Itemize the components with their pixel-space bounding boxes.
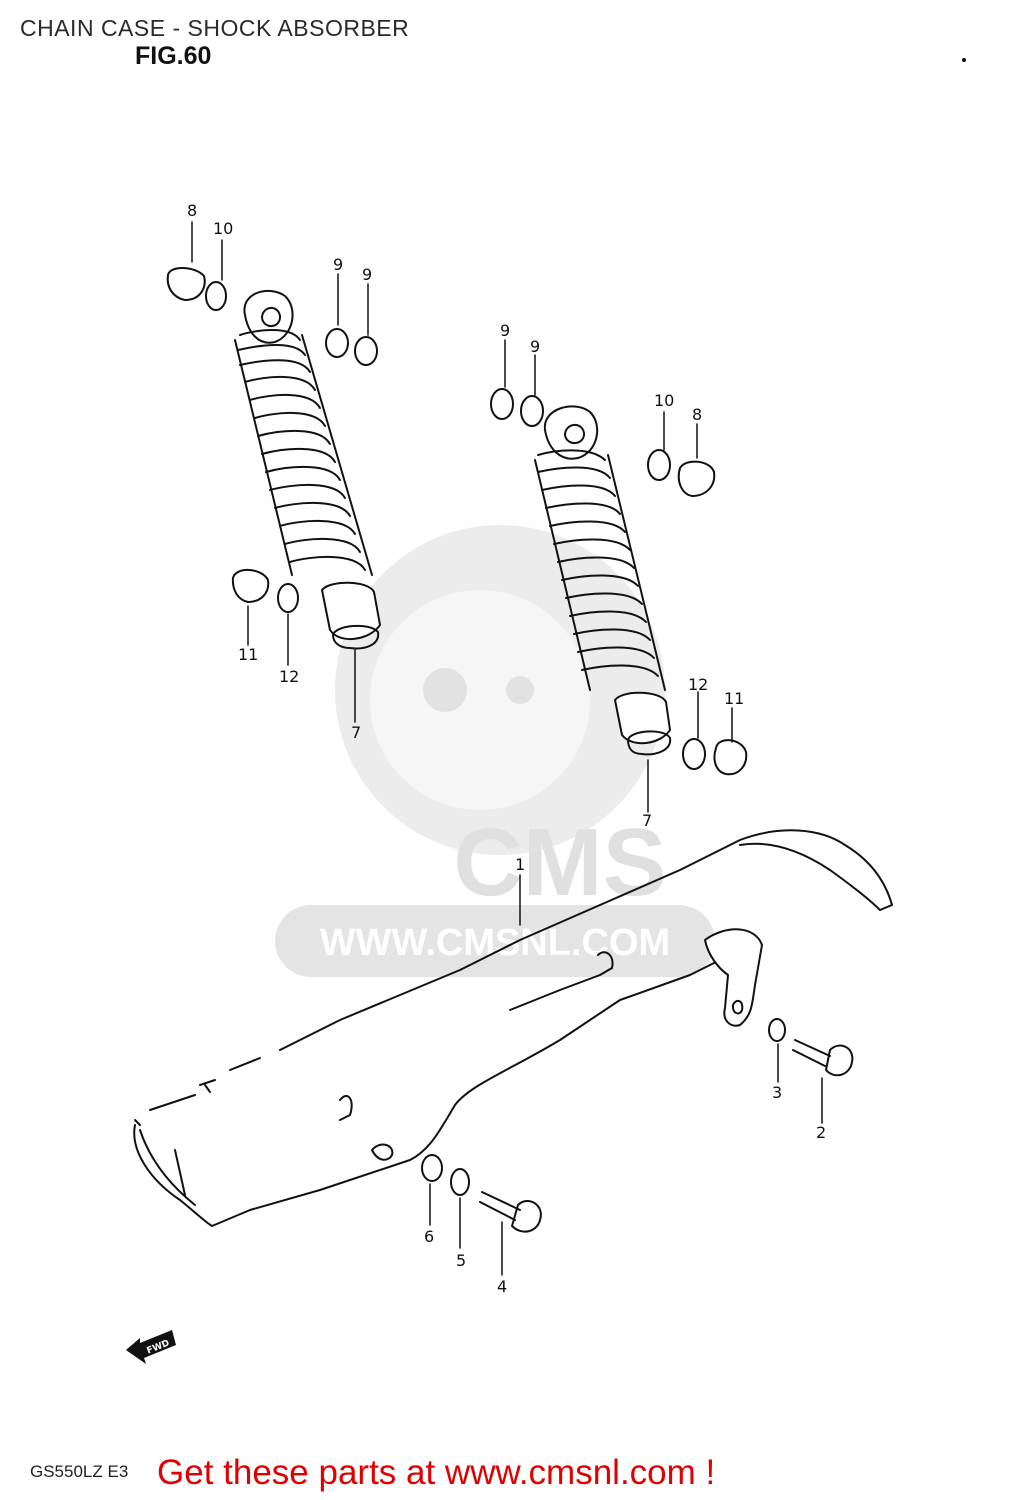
left-shock-outline — [234, 334, 373, 576]
page-title: CHAIN CASE - SHOCK ABSORBER — [20, 15, 410, 41]
watermark-mascot-eye — [506, 676, 534, 704]
hardware-parts — [166, 267, 748, 776]
watermark-banner — [275, 905, 715, 977]
washer-6 — [421, 1154, 443, 1182]
leader-lines — [191, 221, 823, 1276]
watermark-url-text: WWW.CMSNL.COM — [320, 922, 670, 964]
bolt-4 — [479, 1191, 542, 1233]
callout-10: 10 — [213, 219, 233, 238]
chain-case-outline — [133, 829, 893, 1227]
callout-8: 8 — [692, 405, 702, 424]
callout-11: 11 — [238, 645, 258, 664]
cap-nut-11a — [231, 569, 270, 603]
callout-7: 7 — [642, 811, 652, 830]
right-shock-lower-body — [614, 691, 671, 745]
watermark-mascot-eye — [423, 668, 467, 712]
left-shock-lower-body — [321, 581, 381, 641]
callout-3: 3 — [772, 1083, 782, 1102]
callout-4: 4 — [497, 1277, 507, 1296]
fwd-arrow-icon: FWD — [126, 1330, 176, 1364]
right-shock-outline — [534, 454, 666, 691]
callout-11: 11 — [724, 689, 744, 708]
washer-9c — [490, 388, 514, 420]
cms-watermark: CMS WWW.CMSNL.COM — [275, 525, 715, 977]
cap-nut-11b — [713, 739, 748, 776]
diagram-linework — [133, 221, 893, 1276]
callout-7: 7 — [351, 723, 361, 742]
bolt-2 — [792, 1039, 854, 1077]
cap-nut-8b — [677, 460, 716, 497]
right-shock-top-eye — [543, 405, 599, 460]
left-shock-spring — [237, 329, 366, 571]
washer-9d — [520, 395, 544, 427]
left-shock-top-eye-hole — [261, 307, 281, 327]
callout-9: 9 — [500, 321, 510, 340]
washer-3 — [768, 1018, 786, 1042]
scan-speck — [962, 58, 966, 62]
callout-8: 8 — [187, 201, 197, 220]
right-shock-bottom-eye — [627, 730, 672, 756]
washer-9a — [325, 328, 349, 358]
chain-case-front-fold — [139, 1084, 211, 1206]
washer-10a — [205, 281, 227, 311]
callout-6: 6 — [424, 1227, 434, 1246]
callout-1: 1 — [515, 855, 525, 874]
watermark-logo-text: CMS — [453, 809, 666, 916]
cap-nut-8a — [166, 267, 206, 301]
callout-12: 12 — [279, 667, 299, 686]
washer-9b — [354, 336, 378, 366]
callout-10: 10 — [654, 391, 674, 410]
callout-9: 9 — [362, 265, 372, 284]
washer-12a — [277, 583, 299, 613]
model-code: GS550LZ E3 — [30, 1462, 129, 1481]
chain-case — [133, 829, 893, 1227]
bolts — [421, 1018, 854, 1233]
left-shock-absorber — [234, 289, 381, 650]
watermark-mascot-face — [370, 590, 590, 810]
figure-label: FIG.60 — [135, 42, 212, 70]
chain-case-bracket — [704, 928, 763, 1027]
left-shock-top-eye — [243, 289, 294, 344]
callout-5: 5 — [456, 1251, 466, 1270]
callout-9: 9 — [333, 255, 343, 274]
right-shock-spring — [537, 449, 659, 677]
washer-10b — [647, 449, 671, 481]
washer-5 — [450, 1168, 470, 1196]
right-shock-absorber — [534, 405, 672, 756]
get-parts-link[interactable]: Get these parts at www.cmsnl.com ! — [157, 1453, 716, 1492]
left-shock-bottom-eye — [332, 624, 380, 650]
callout-2: 2 — [816, 1123, 826, 1142]
right-shock-top-eye-hole — [564, 424, 585, 444]
callout-labels: 8 10 9 9 9 9 10 8 11 12 7 12 11 7 1 3 2 … — [187, 201, 826, 1296]
callout-12: 12 — [688, 675, 708, 694]
chain-case-bracket-hole — [731, 999, 744, 1015]
washer-12b — [682, 738, 706, 770]
callout-9: 9 — [530, 337, 540, 356]
chain-case-rib — [339, 1095, 394, 1161]
